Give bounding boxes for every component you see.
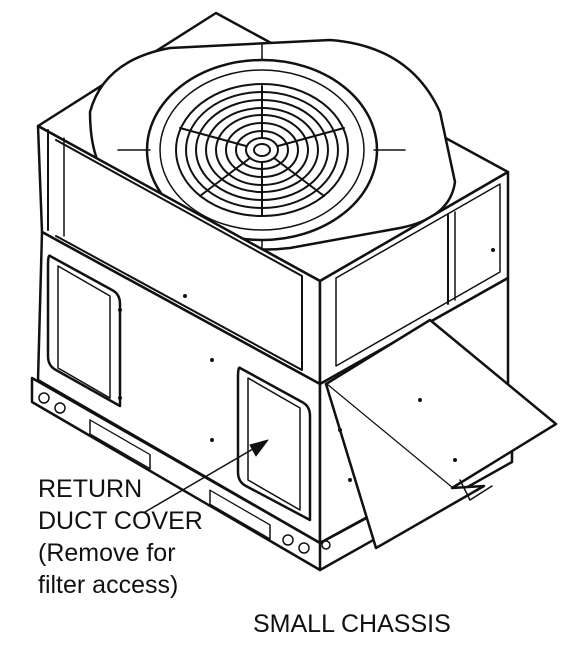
diagram-caption: SMALL CHASSIS — [253, 610, 451, 638]
return-duct-cover — [236, 366, 312, 522]
side-access-panel — [46, 254, 122, 408]
fan-grille-icon — [175, 83, 349, 217]
arrow-head-icon — [249, 439, 269, 457]
callout-line-1: RETURN — [38, 475, 143, 503]
callout-leader — [144, 445, 259, 513]
callout-line-2: DUCT COVER — [38, 507, 203, 535]
callout-line-4: filter access) — [38, 571, 179, 599]
callout-line-3: (Remove for — [38, 539, 176, 567]
return-duct-cover-callout: RETURN DUCT COVER (Remove for filter acc… — [38, 473, 203, 601]
